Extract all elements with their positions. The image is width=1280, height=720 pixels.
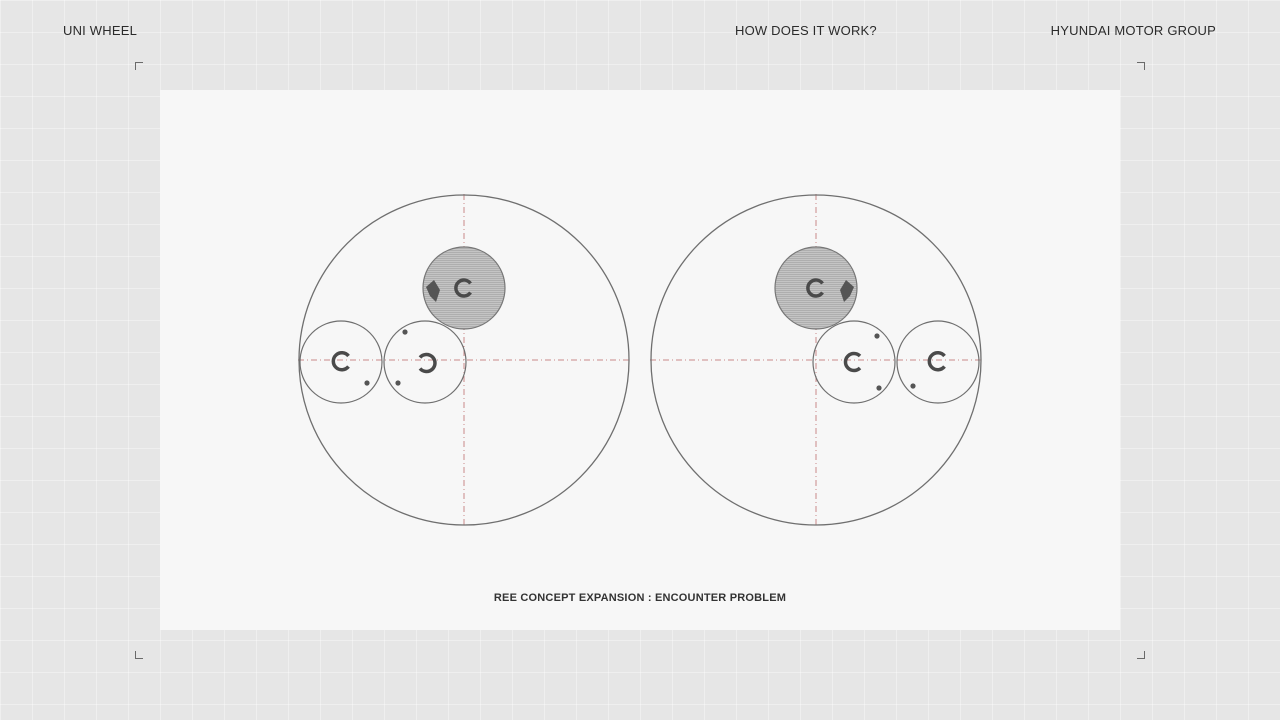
right-wheel-drive-rotation-icon [806,278,824,298]
right-wheel-outer-rim [650,194,982,526]
diagram-caption: REE CONCEPT EXPANSION : ENCOUNTER PROBLE… [493,592,787,604]
right-wheel [650,194,982,526]
header-left-label: UNI WHEEL [63,23,138,38]
left-wheel-gear-left [299,320,383,404]
left-wheel-gear-left-rotation-icon [331,351,350,372]
left-wheel-outer-rim [298,194,630,526]
right-wheel-gear-middle-pin-top [874,333,880,339]
right-wheel-drive-gear [774,246,858,330]
left-wheel-gear-left-pin [364,380,370,386]
left-wheel-drive-rotation-icon [454,278,472,298]
header-center-label: HOW DOES IT WORK? [735,23,877,38]
left-wheel-contact-marker [426,280,440,302]
right-wheel-gear-middle [812,320,896,404]
diagram-panel: REE CONCEPT EXPANSION : ENCOUNTER PROBLE… [160,90,1120,630]
left-wheel-gear-middle [383,320,467,404]
left-wheel [298,194,630,526]
left-wheel-drive-gear [422,246,506,330]
left-wheel-gear-middle-pin-top [402,329,408,335]
left-wheel-gear-middle-pin-bottom [395,380,401,386]
right-wheel-gear-right-rotation-icon [927,351,946,372]
frame-corner-bottom-left [135,651,143,659]
right-wheel-gear-right-pin [910,383,916,389]
frame-corner-top-right [1137,62,1145,70]
right-wheel-gear-middle-pin-bottom [876,385,882,391]
frame-corner-top-left [135,62,143,70]
header-right-label: HYUNDAI MOTOR GROUP [1050,23,1216,38]
right-wheel-gear-middle-rotation-icon [843,351,862,373]
frame-corner-bottom-right [1137,651,1145,659]
right-wheel-gear-right [896,320,980,404]
left-wheel-gear-middle-rotation-icon [418,352,437,374]
wheel-diagram [298,194,982,526]
right-wheel-contact-marker [840,280,854,302]
